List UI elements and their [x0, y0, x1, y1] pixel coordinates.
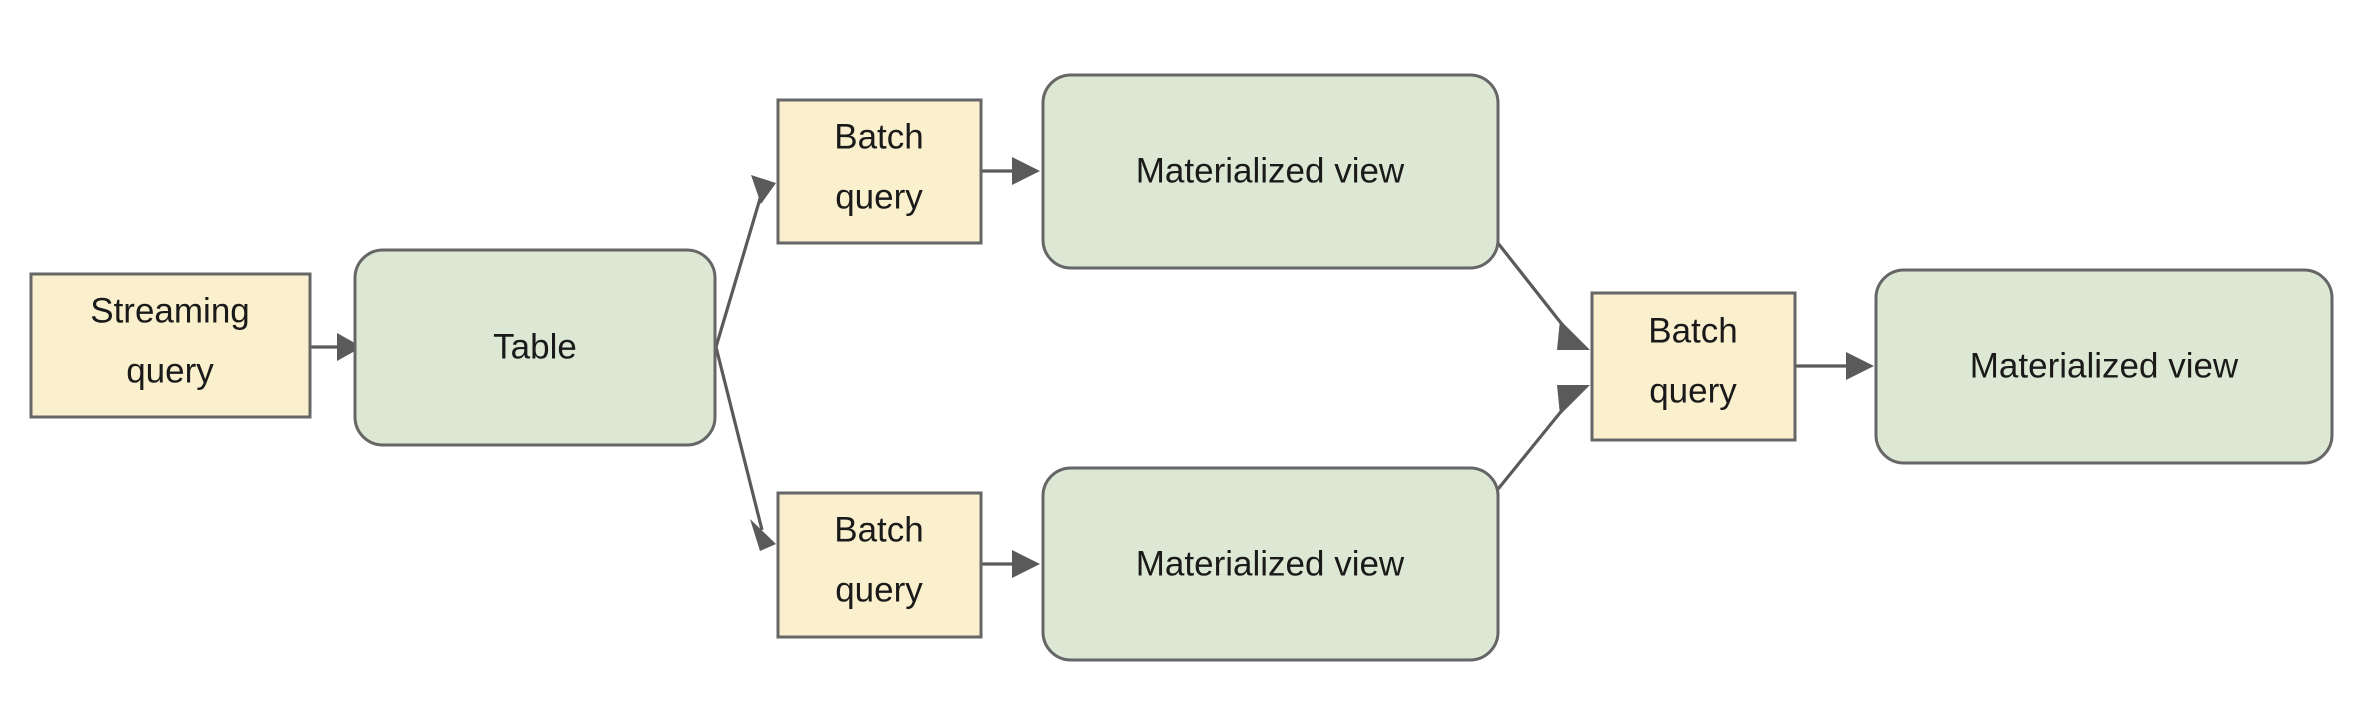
node-streaming-query[interactable]: Streaming query — [29, 272, 312, 419]
node-batch-query-top[interactable]: Batch query — [776, 98, 983, 245]
node-batch-query-top-label-line2: query — [835, 177, 923, 216]
node-batch-query-bottom-shape[interactable] — [776, 491, 983, 639]
node-materialized-view-top-label: Materialized view — [1136, 151, 1405, 190]
edge-batch-bottom-to-mv-bottom — [982, 550, 1040, 578]
edge-mv-bottom-to-join — [1488, 385, 1590, 501]
edge-join-to-mv-final — [1796, 352, 1874, 380]
edges-layer — [311, 157, 1874, 578]
node-materialized-view-bottom-label: Materialized view — [1136, 544, 1405, 583]
node-materialized-view-top-shape[interactable] — [1041, 73, 1500, 270]
node-materialized-view-top[interactable]: Materialized view — [1041, 73, 1500, 270]
node-materialized-view-final-shape[interactable] — [1874, 268, 2334, 465]
node-streaming-query-shape[interactable] — [29, 272, 312, 419]
node-materialized-view-final[interactable]: Materialized view — [1874, 268, 2334, 465]
node-batch-query-top-shape[interactable] — [776, 98, 983, 245]
edge-streaming-to-table — [311, 333, 362, 361]
edge-table-to-batch-top — [714, 175, 776, 348]
node-batch-query-bottom-label-line2: query — [835, 570, 923, 609]
node-table-label: Table — [493, 327, 577, 366]
node-batch-query-top-label-line1: Batch — [834, 117, 924, 156]
node-streaming-query-label-line1: Streaming — [90, 291, 250, 330]
node-table-shape[interactable] — [353, 248, 717, 447]
nodes-layer: Streaming query Table Batch query Materi… — [29, 73, 2334, 662]
node-materialized-view-bottom-shape[interactable] — [1041, 466, 1500, 662]
node-batch-query-join-label-line1: Batch — [1648, 311, 1738, 350]
edge-table-to-batch-bottom — [714, 346, 776, 551]
node-streaming-query-label-line2: query — [126, 351, 214, 390]
edge-mv-top-to-join — [1488, 232, 1590, 350]
node-batch-query-join-shape[interactable] — [1590, 291, 1797, 442]
node-batch-query-bottom-label-line1: Batch — [834, 510, 924, 549]
node-batch-query-bottom[interactable]: Batch query — [776, 491, 983, 639]
edge-batch-top-to-mv-top — [982, 157, 1040, 185]
node-table[interactable]: Table — [353, 248, 717, 447]
node-batch-query-join-label-line2: query — [1649, 371, 1737, 410]
node-materialized-view-final-label: Materialized view — [1970, 346, 2239, 385]
node-batch-query-join[interactable]: Batch query — [1590, 291, 1797, 442]
node-materialized-view-bottom[interactable]: Materialized view — [1041, 466, 1500, 662]
